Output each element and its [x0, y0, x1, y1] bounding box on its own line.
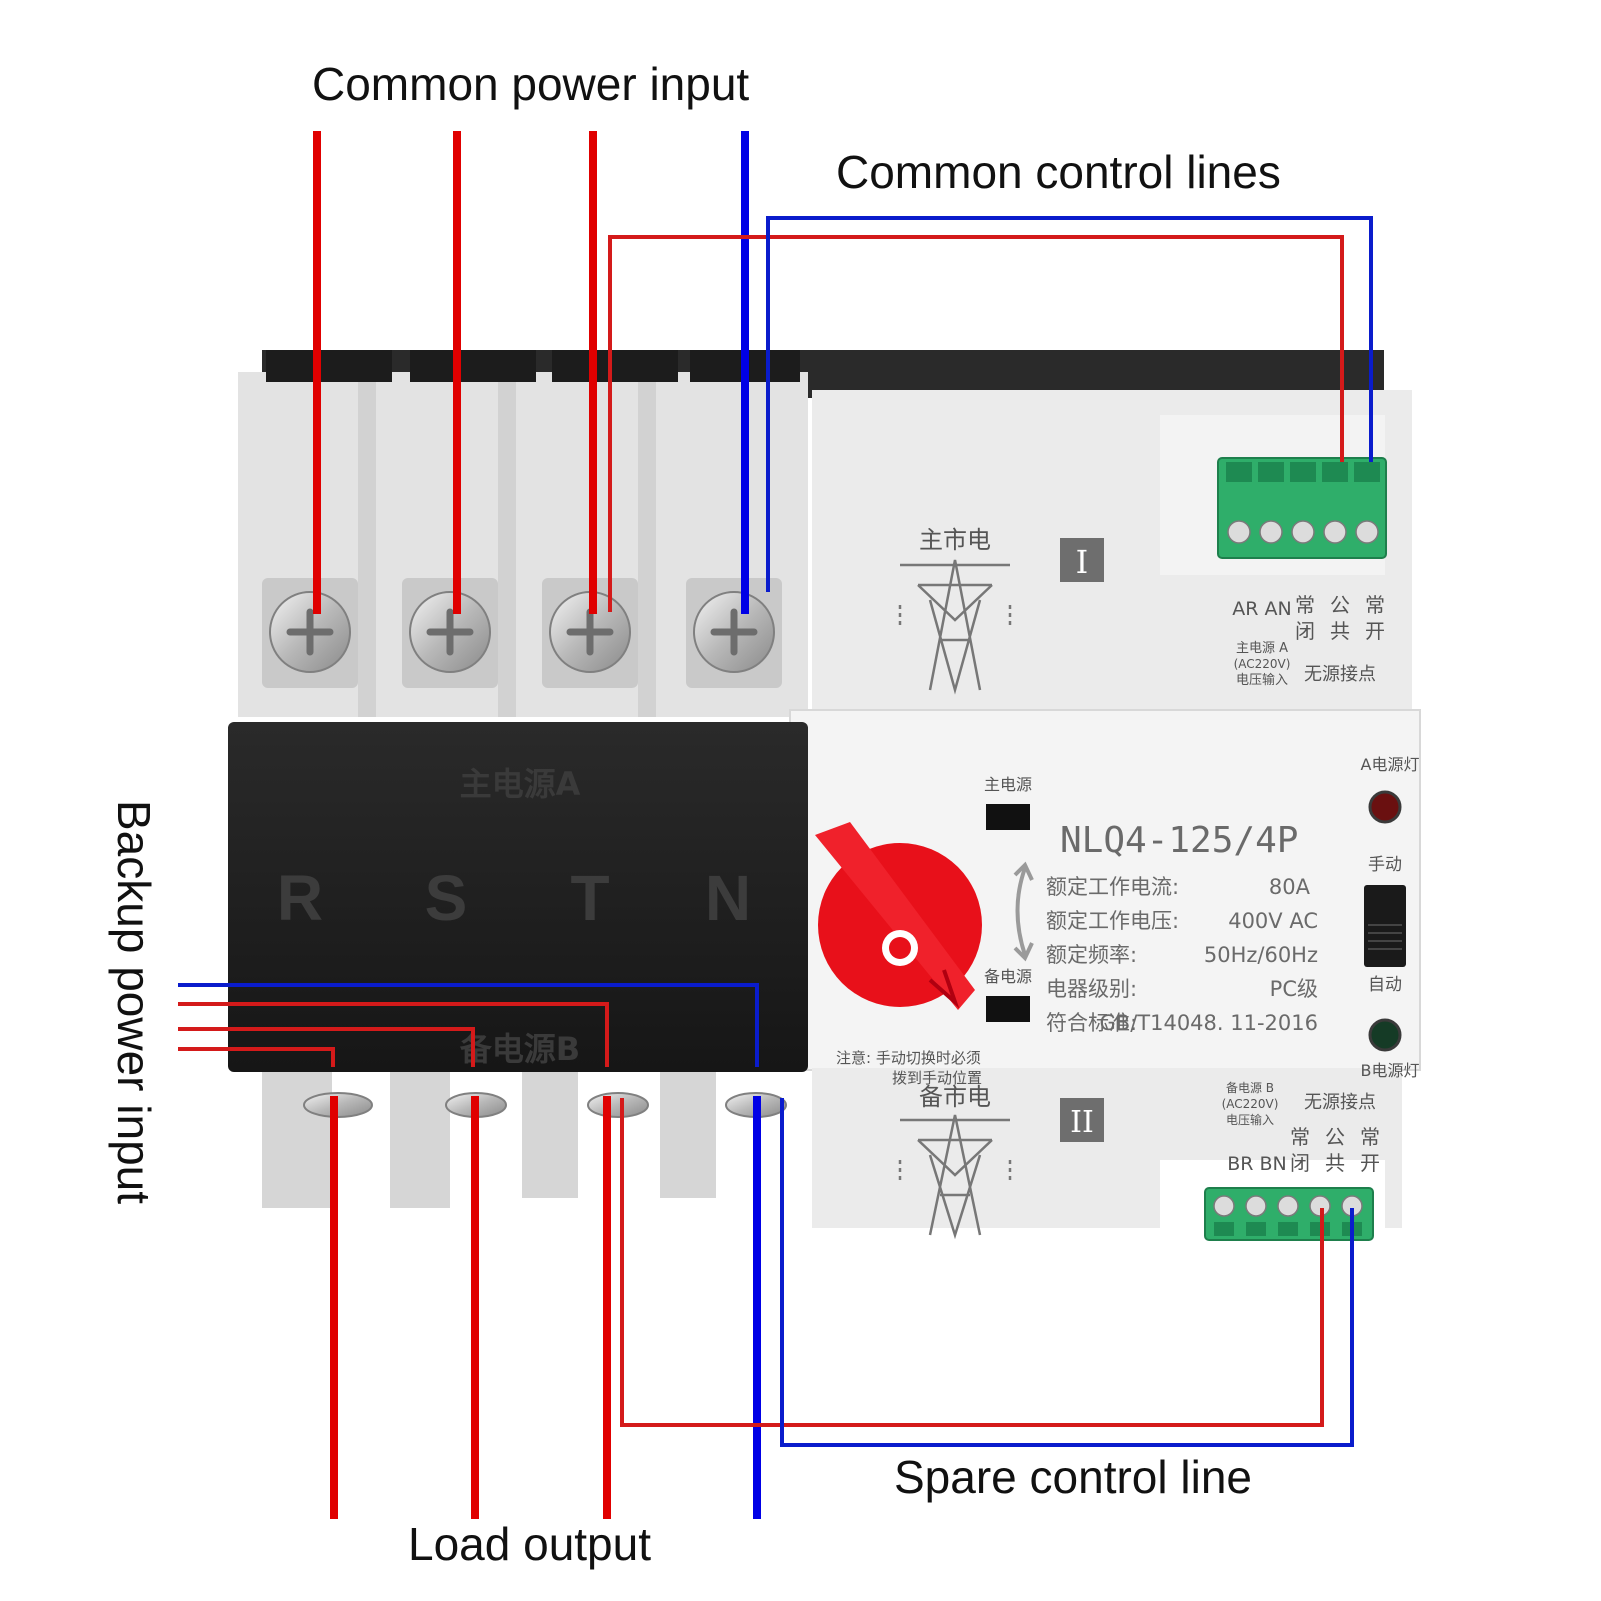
switch-direction-arrow-icon [1013, 861, 1034, 962]
spec-value-class: PC级 [1270, 977, 1318, 1001]
bottom-nc-char-2: 闭 [1290, 1151, 1310, 1175]
spec-label-class: 电器级别: [1046, 977, 1137, 1001]
bottom-control-terminal-block [1204, 1187, 1374, 1241]
spec-value-standard: GB/T14048. 11-2016 [1100, 1011, 1318, 1035]
cover-bottom-text: 备电源B [460, 1030, 580, 1068]
top-voltage-input: 电压输入 [1236, 672, 1288, 688]
notice-line-1: 注意: 手动切换时必须 [836, 1049, 981, 1067]
slider-grip [1368, 924, 1402, 950]
selector-knob[interactable] [815, 822, 982, 1010]
spec-label-voltage: 额定工作电压: [1046, 909, 1179, 933]
source-II-numeral: II [1070, 1105, 1094, 1140]
bottom-com-char-2: 共 [1325, 1151, 1345, 1175]
backup-power-indicator-window [986, 996, 1030, 1022]
spec-value-frequency: 50Hz/60Hz [1204, 943, 1318, 967]
top-nc-char-2: 闭 [1295, 619, 1315, 643]
notice-line-2: 拨到手动位置 [892, 1069, 982, 1087]
top-com-char-2: 共 [1330, 619, 1350, 643]
bottom-com-char-1: 公 [1325, 1125, 1345, 1149]
main-power-indicator-window [986, 804, 1030, 830]
lamp-b-indicator [1368, 1018, 1402, 1052]
source-I-badge [1060, 538, 1104, 582]
label-common-power-input: Common power input [312, 58, 749, 110]
top-dry-contact: 无源接点 [1304, 664, 1376, 685]
label-backup-power-input: Backup power input [108, 800, 160, 1204]
wire-spare-control-red [620, 1098, 1324, 1427]
bottom-dry-contact: 无源接点 [1304, 1092, 1376, 1113]
model-number: NLQ4-125/4P [1060, 820, 1298, 861]
label-common-control-lines: Common control lines [836, 146, 1281, 198]
top-no-char-2: 开 [1365, 619, 1385, 643]
top-control-terminal-block [1217, 457, 1387, 559]
pole-label-S: S [425, 862, 468, 934]
wire-backup-R [178, 1047, 335, 1067]
spec-value-voltage: 400V AC [1228, 909, 1318, 933]
main-source-module: 主市电 I AR AN 常 [898, 457, 1387, 695]
backup-source-label: 备市电 [919, 1083, 991, 1111]
ar-an-label: AR AN [1232, 598, 1291, 620]
bottom-source-b: 备电源 B [1226, 1081, 1274, 1095]
spec-label-standard: 符合标准: [1046, 1011, 1137, 1035]
backup-power-window-label: 备电源 [984, 967, 1032, 986]
transmission-tower-icon [898, 1114, 1012, 1240]
wire-backup-S [178, 1027, 475, 1067]
wire-backup-N [178, 983, 759, 1067]
top-source-a: 主电源 A [1236, 641, 1288, 656]
wire-common-control-red [608, 235, 1344, 612]
spec-label-frequency: 额定频率: [1046, 943, 1137, 967]
wire-backup-T [178, 1002, 609, 1067]
label-load-output: Load output [408, 1518, 651, 1570]
bottom-no-char-2: 开 [1360, 1151, 1380, 1175]
wiring [178, 131, 1373, 1519]
backup-source-module: 备市电 II 备电源 B (AC220V) 电压输入 无源接点 常 闭 公 共 … [898, 1081, 1380, 1241]
top-nc-char-1: 常 [1295, 593, 1315, 617]
cover-top-text: 主电源A [460, 765, 581, 803]
top-com-char-1: 公 [1330, 593, 1350, 617]
br-bn-label: BR BN [1227, 1153, 1287, 1175]
pole-cover: 主电源A 备电源B R S T N [228, 722, 808, 1072]
pole-label-T: T [570, 862, 609, 934]
source-I-numeral: I [1076, 543, 1089, 581]
lamp-a-label: A电源灯 [1361, 755, 1420, 774]
spec-label-current: 额定工作电流: [1046, 875, 1179, 899]
source-II-badge [1060, 1098, 1104, 1142]
bottom-legs [262, 1068, 716, 1208]
transmission-tower-icon [898, 559, 1012, 695]
main-power-window-label: 主电源 [984, 775, 1032, 794]
label-spare-control-line: Spare control line [894, 1451, 1252, 1503]
bottom-no-char-1: 常 [1360, 1125, 1380, 1149]
pole-dividers [358, 372, 656, 717]
screw-R-top-icon [262, 578, 358, 688]
main-source-label: 主市电 [919, 526, 991, 554]
top-terminal-screws [262, 578, 782, 688]
wire-common-control-blue [766, 216, 1373, 592]
top-no-char-1: 常 [1365, 593, 1385, 617]
knob-pointer-arrow-icon [928, 969, 960, 1009]
auto-label: 自动 [1368, 975, 1402, 995]
wire-spare-control-blue [780, 1098, 1354, 1447]
lamp-a-indicator [1368, 790, 1402, 824]
pole-label-N: N [705, 862, 751, 934]
screw-S-top-icon [402, 578, 498, 688]
screw-T-top-icon [542, 578, 638, 688]
control-panel: 主电源 备电源 NLQ4-125/4P 额定工作电流: 80A 额定工作电压: … [815, 755, 1419, 1087]
top-voltage: (AC220V) [1234, 657, 1291, 671]
spec-value-current: 80A [1269, 875, 1311, 899]
pole-tops [266, 350, 800, 382]
bottom-voltage: (AC220V) [1222, 1097, 1279, 1111]
screw-N-top-icon [686, 578, 782, 688]
spec-table: 额定工作电流: 80A 额定工作电压: 400V AC 额定频率: 50Hz/6… [1046, 875, 1318, 1035]
bottom-voltage-input: 电压输入 [1226, 1112, 1274, 1127]
pole-label-R: R [277, 862, 323, 934]
lamp-b-label: B电源灯 [1361, 1061, 1420, 1080]
bottom-nc-char-1: 常 [1290, 1125, 1310, 1149]
manual-label: 手动 [1368, 855, 1402, 875]
